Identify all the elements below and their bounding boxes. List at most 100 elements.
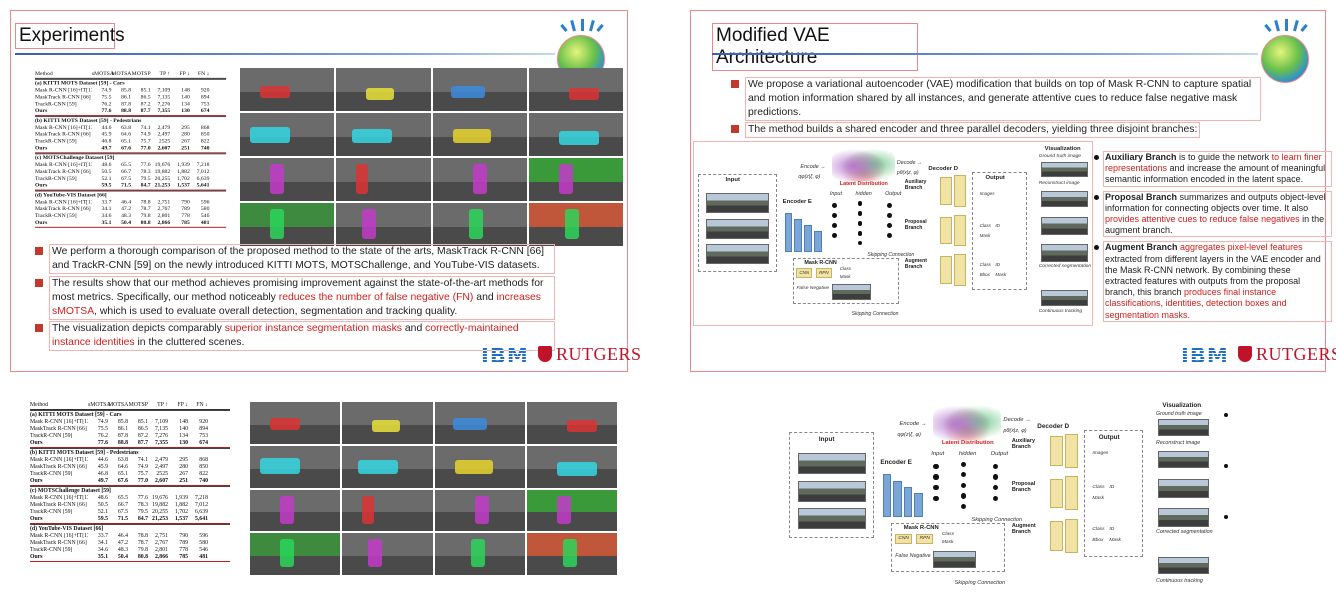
class-label: Class (1092, 484, 1105, 490)
rpn-block (916, 533, 934, 545)
table-header-cell: MOTSA (111, 71, 132, 77)
table-cell: 7,135 (157, 94, 171, 101)
false-negative-label: False Negative (895, 552, 931, 559)
encoder-block (882, 474, 891, 517)
nn-node-icon (831, 222, 837, 228)
mask-label: Mask (979, 232, 991, 238)
mask-label: Mask (839, 273, 851, 279)
maskrcnn-label: Mask R-CNN (903, 525, 939, 532)
table-cell: 920 (200, 87, 210, 94)
encoder-block (914, 493, 923, 517)
table-cell: 790 (179, 533, 188, 539)
table-cell: 2,801 (154, 547, 168, 553)
output-box (971, 171, 1027, 290)
bbox-label: Bbox (1092, 537, 1104, 543)
bullet-item: The visualization depicts comparably sup… (35, 321, 555, 351)
table-cell: TrackR-CNN [59] (35, 138, 77, 145)
ground-truth-label: Ground truth image (1038, 153, 1082, 159)
decoder-block (940, 256, 953, 284)
table-cell: 79.8 (137, 547, 148, 553)
class-label: Class (941, 531, 955, 537)
nn-node-icon (831, 232, 837, 238)
nn-hidden-label: hidden (855, 191, 872, 198)
table-cell: Ours (30, 516, 43, 522)
output-label: Output (1098, 434, 1120, 442)
table-header-cell: MOTSP (131, 71, 151, 77)
table-cell: 63.8 (121, 124, 132, 131)
table-cell: 34.6 (97, 547, 108, 553)
nn-node-icon (992, 463, 999, 470)
table-cell: 7,135 (154, 426, 168, 432)
bullet-dot (1224, 413, 1228, 417)
text-run: The visualization depicts comparably (52, 323, 225, 334)
table-cell: 740 (200, 145, 210, 152)
encoder-block (893, 480, 902, 517)
text-run: and (402, 323, 426, 334)
bullet-item: We propose a variational autoencoder (VA… (731, 77, 1261, 121)
table-cell: 85.8 (121, 87, 132, 94)
table-cell: 35.1 (97, 554, 108, 560)
highlighted-text: correctly-maintained instance identities (52, 323, 519, 348)
table-cell: TrackR-CNN [59] (30, 471, 73, 477)
table-cell: 34.1 (97, 540, 108, 546)
table-cell: 74.1 (137, 457, 148, 463)
branch-text: Augment Branch aggregates pixel-level fe… (1103, 241, 1332, 322)
branch-name: Proposal Branch (1105, 191, 1178, 202)
table-cell: 481 (200, 219, 210, 226)
table-cell: 7,276 (154, 433, 168, 439)
text-run: and (473, 292, 497, 303)
table-cell: Mask R-CNN [16]+IT[13] (30, 457, 88, 463)
input-frame (797, 508, 866, 530)
table-section-title: (b) KITTI MOTS Dataset [59] - Pedestrian… (35, 116, 227, 125)
table-header-cell: FP ↓ (179, 71, 190, 77)
encoder-block (784, 212, 793, 253)
table-cell: 130 (179, 440, 188, 446)
nn-node-icon (887, 203, 892, 208)
table-cell: 267 (179, 471, 188, 477)
branch-name: Auxiliary Branch (1105, 152, 1177, 162)
table-cell: 1,702 (174, 509, 188, 515)
slide-vae-architecture: Modified VAE Architecture We propose a v… (690, 10, 1336, 372)
table-cell: 894 (200, 94, 210, 101)
encode-formula: qφ(z|ξ, φ) (897, 431, 921, 438)
bullet-square-icon (35, 247, 43, 255)
table-cell: 65.1 (121, 138, 132, 145)
text-run: , which is used to evaluate overall dete… (94, 306, 458, 317)
table-cell: TrackR-CNN [59] (30, 509, 73, 515)
bullet-text: The visualization depicts comparably sup… (49, 321, 555, 351)
table-cell: 88.8 (121, 108, 132, 115)
table-cell: MaskTrack R-CNN [66] (30, 540, 87, 546)
table-cell: 2,767 (154, 540, 168, 546)
highlighted-text: provides attentive cues to reduce false … (1105, 214, 1300, 225)
bbox-label: Bbox (979, 272, 990, 278)
table-cell: 2,751 (157, 199, 171, 206)
table-cell: 84.7 (140, 182, 151, 189)
nn-node-icon (933, 474, 939, 480)
nn-input-label: Input (931, 451, 945, 457)
branch-text: Auxiliary Branch is to guide the network… (1103, 151, 1332, 187)
table-cell: 47.2 (117, 540, 128, 546)
latent-label: Latent Distribution (839, 181, 888, 188)
id-label: ID (995, 222, 1000, 228)
highlighted-text: superior instance segmentation masks (224, 323, 402, 334)
table-cell: 822 (199, 471, 208, 477)
table-cell: Ours (35, 182, 48, 189)
false-negative-frame (831, 283, 872, 300)
id-frame (1158, 478, 1209, 498)
table-cell: 674 (200, 108, 210, 115)
table-cell: 546 (199, 547, 208, 553)
ground-truth-label: Ground truth image (1156, 410, 1202, 417)
table-cell: 2,751 (154, 533, 168, 539)
table-cell: 7,012 (194, 502, 208, 508)
decoder-block (1064, 476, 1078, 511)
table-cell: 5,641 (194, 516, 208, 522)
table-cell: 251 (179, 478, 188, 484)
